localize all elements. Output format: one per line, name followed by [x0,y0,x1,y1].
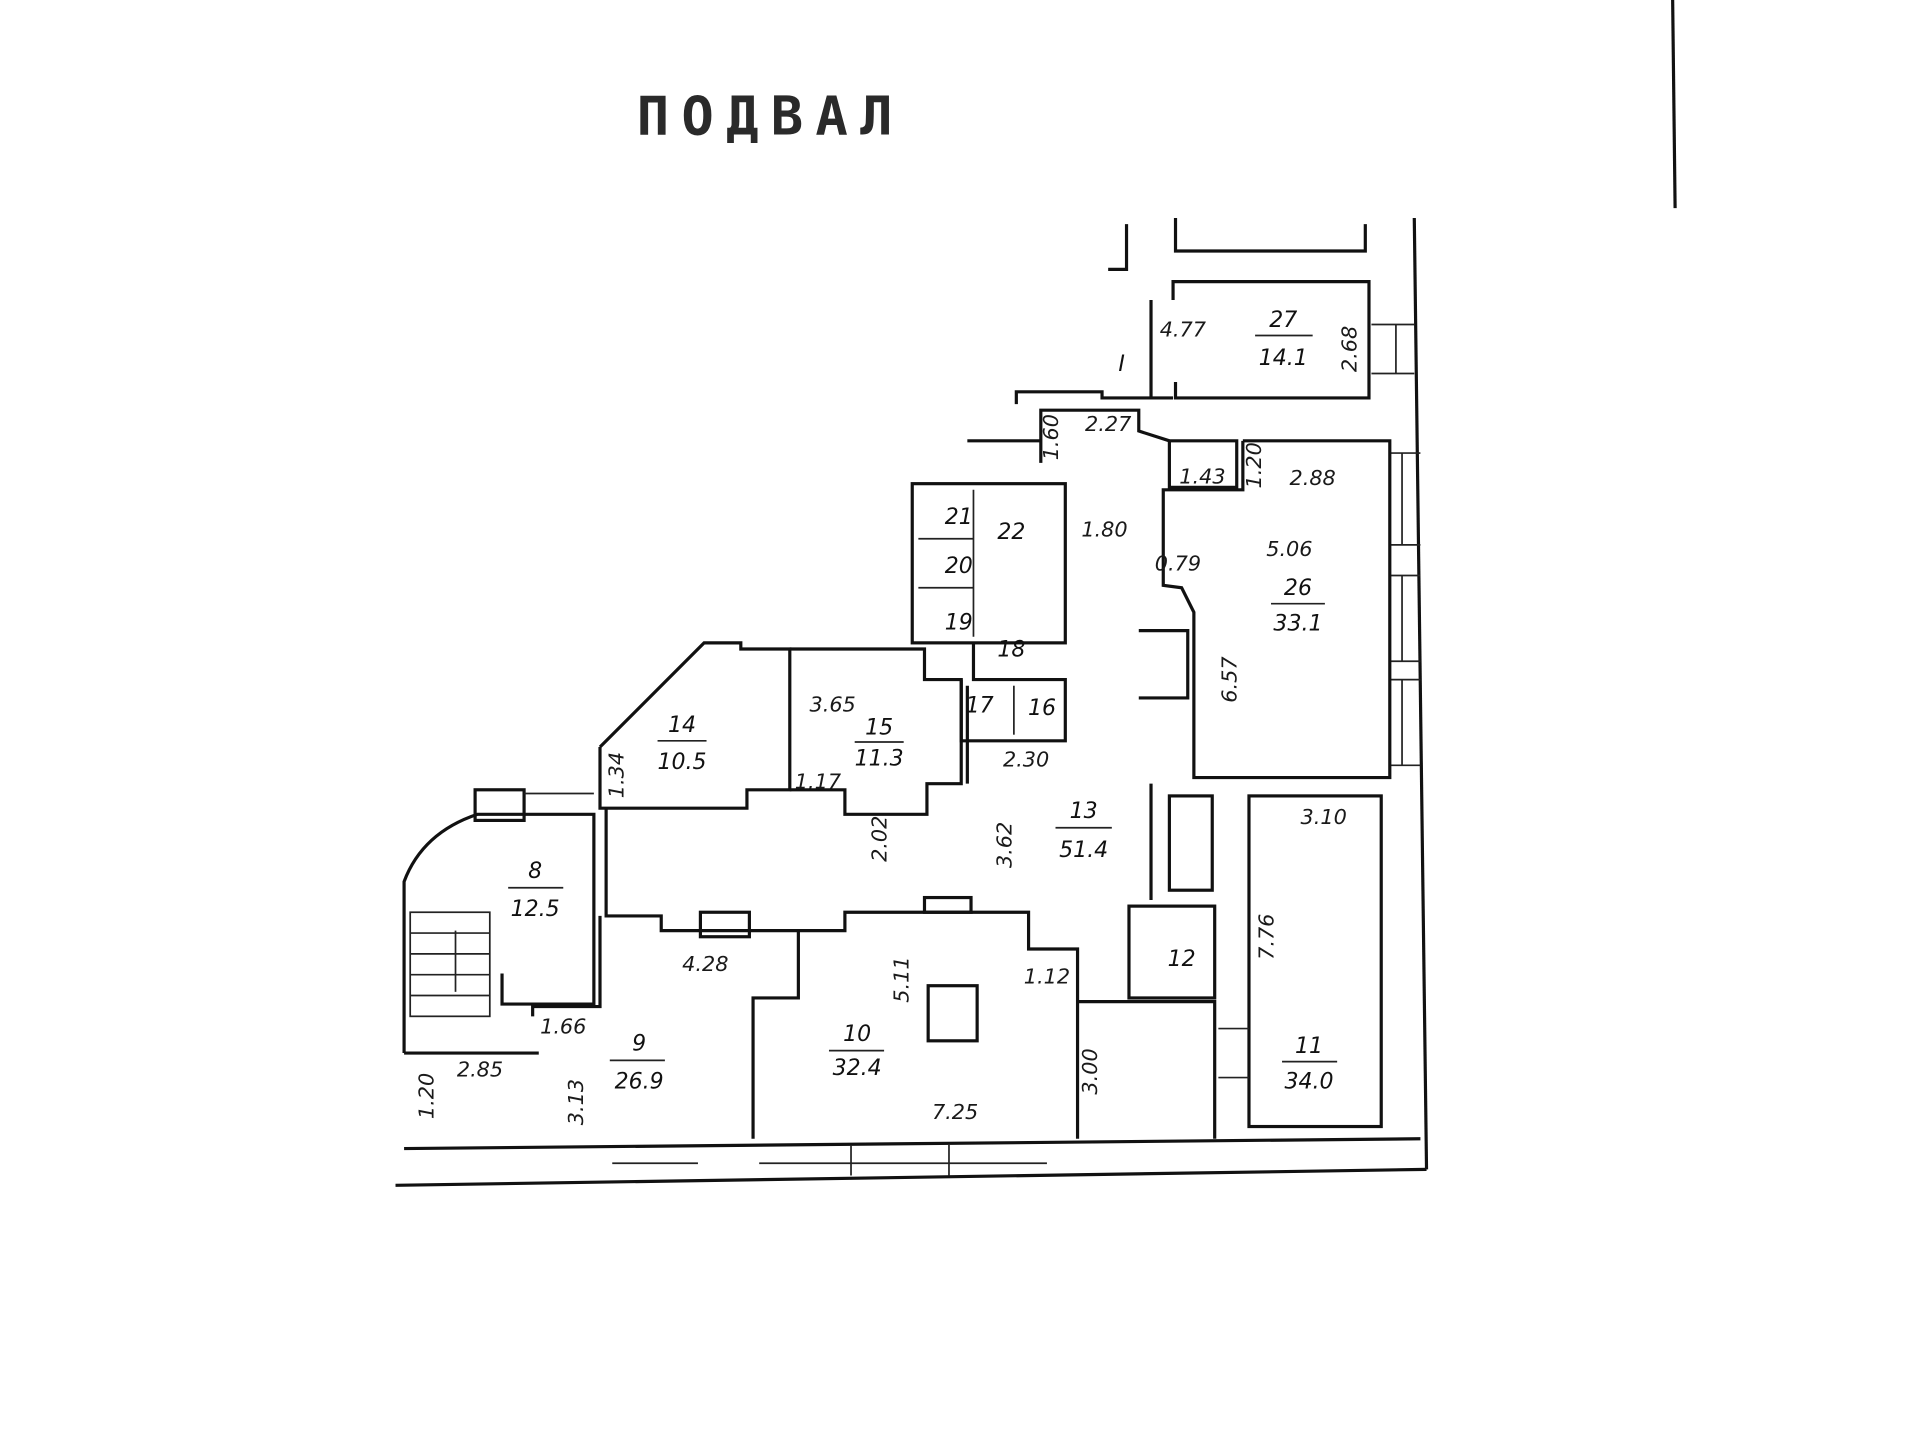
plan-label: 3.62 [992,822,1016,868]
room-16-number: 16 [1028,696,1056,721]
plan-label: 1.20 [414,1073,438,1119]
room-15-area: 11.3 [855,746,904,771]
wall-segment [1138,629,1190,700]
right-windows [1371,323,1421,767]
plan-label: 7.76 [1254,914,1278,960]
column [926,984,979,1043]
plan-label: 2.02 [868,816,892,862]
room-14-area: 10.5 [658,750,707,775]
room-22-number: 22 [997,520,1025,545]
wall-segment [922,895,973,914]
plan-label: 3.65 [809,692,855,716]
plan-label: 1.17 [795,770,842,794]
plan-label: 1.60 [1039,414,1063,460]
plan-label: 1.12 [1024,964,1070,988]
wall-segment [1014,390,1174,405]
section-marker: I [1118,352,1125,377]
room-19-number: 19 [945,610,973,635]
wall-segment [751,930,800,1139]
room-27-number: 27 [1269,308,1297,333]
room-8-number: 8 [528,859,542,884]
walls [395,0,1677,1187]
outer-bottom-wall [395,1167,1427,1187]
room-9-area: 26.9 [615,1070,664,1095]
plan-label: 3.13 [564,1079,588,1125]
plan-label: 3.00 [1078,1048,1102,1094]
room-11-walls [1247,794,1383,1129]
wall-segment [473,788,526,822]
plan-label: 2.85 [457,1057,503,1081]
wall-segment [1077,1000,1217,1139]
plan-label: 4.28 [682,952,728,976]
wall-segment [1108,224,1129,271]
room-labels: 27 14.1 26 33.1 22 21 20 19 18 17 16 15 … [508,308,1338,1095]
room-18-number: 18 [997,637,1025,662]
room-10-area: 32.4 [833,1056,882,1081]
inner-bottom-wall [404,1137,1421,1151]
wall-segment [1167,794,1214,892]
room-26-area: 33.1 [1273,612,1322,637]
room-13-number: 13 [1070,799,1098,824]
room-9-number: 9 [632,1032,646,1057]
staircase [409,911,491,1018]
plan-label: 2.88 [1289,466,1335,490]
room-26-number: 26 [1284,576,1312,601]
plan-label: 4.77 [1160,318,1207,342]
wall-segment [1173,217,1367,253]
room-15-walls [789,647,963,816]
page-edge-line [1671,0,1677,209]
toilet-block [910,482,1067,645]
plan-label: 1.20 [1242,442,1266,488]
wall-segment [531,915,602,1017]
plan-title: ПОДВАЛ [637,85,905,148]
room-17-number: 17 [966,694,994,719]
room-12-walls [1127,904,1217,1000]
plan-label: 7.25 [932,1100,978,1124]
wall-segment [1039,408,1170,463]
plan-label: 5.11 [890,956,914,1002]
room-14-number: 14 [668,713,696,738]
plan-label: 3.10 [1301,805,1347,829]
plan-label: 0.79 [1155,552,1201,576]
room-11-area: 34.0 [1284,1070,1333,1095]
room-8-walls [402,812,596,1054]
room-27-area: 14.1 [1259,346,1308,371]
plan-label: 2.27 [1085,412,1132,436]
room-26-walls [1161,439,1392,780]
plan-label: 1.80 [1081,517,1127,541]
plan-label: 5.06 [1266,537,1312,561]
room-27-walls [1171,280,1371,400]
wall-segment [1167,439,1239,489]
plan-label: 1.66 [540,1014,586,1038]
plan-label: 2.30 [1003,748,1049,772]
plan-label: 6.57 [1218,656,1242,703]
wall-segment [409,911,491,1018]
plan-label: 1.43 [1179,465,1225,489]
outer-right-wall [1412,217,1429,1170]
plan-label: 1.34 [604,752,628,798]
room-10-number: 10 [843,1022,871,1047]
room-8-area: 12.5 [511,897,560,922]
room-13-area: 51.4 [1059,838,1108,863]
room-21-number: 21 [945,505,973,530]
wall-segment [604,808,1080,1139]
dimension-labels: 4.77 2.68 2.27 1.60 1.43 1.20 2.88 1.80 … [414,318,1361,1125]
room-20-number: 20 [945,554,973,579]
room-14-walls [598,641,792,810]
wall-segment [698,910,751,939]
bottom-windows [612,1144,1047,1176]
room-12-number: 12 [1168,947,1196,972]
plan-label: 2.68 [1338,326,1362,372]
room-11-number: 11 [1295,1034,1323,1059]
room-15-number: 15 [865,716,893,741]
